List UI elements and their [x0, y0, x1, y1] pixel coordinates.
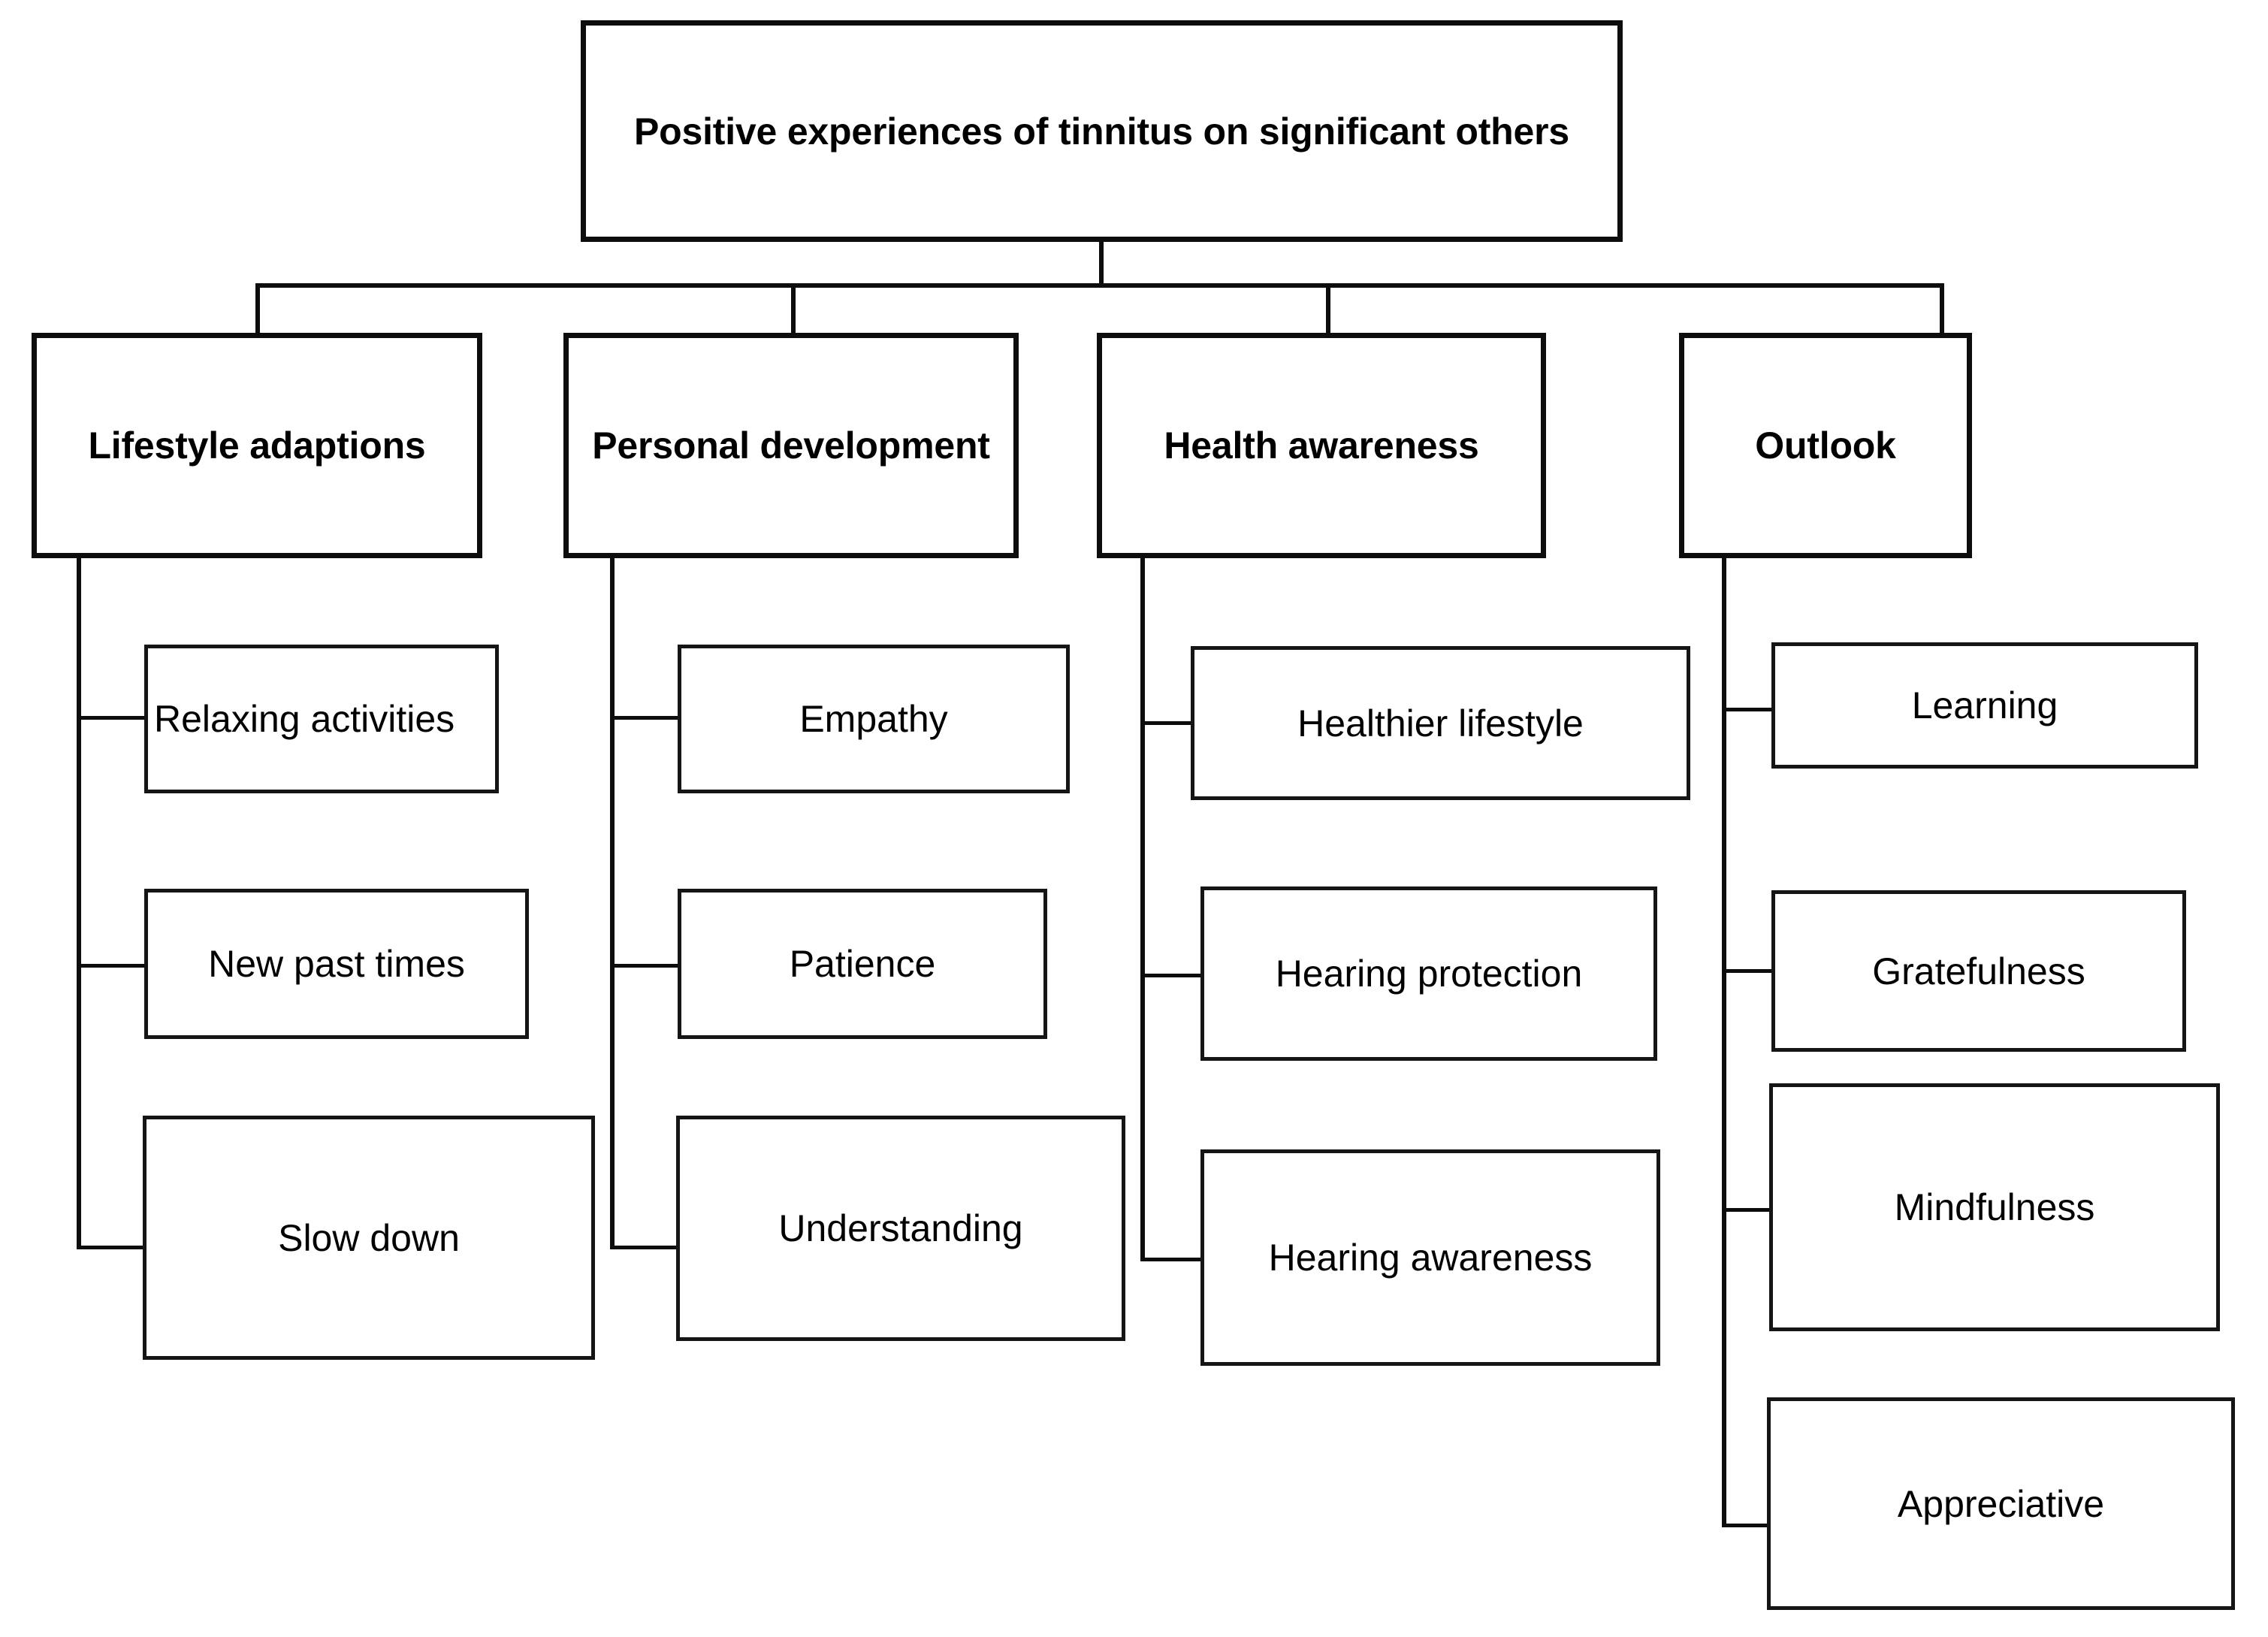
subtheme-node-healthier-lifestyle[interactable]: Healthier lifestyle	[1191, 646, 1690, 800]
subtheme-node-empathy[interactable]: Empathy	[678, 645, 1070, 793]
connector-spine-personal-development	[610, 558, 615, 1249]
subtheme-label-learning: Learning	[1911, 684, 2058, 726]
subtheme-node-hearing-awareness[interactable]: Hearing awareness	[1200, 1149, 1660, 1366]
subtheme-node-understanding[interactable]: Understanding	[676, 1116, 1125, 1341]
subtheme-label-understanding: Understanding	[778, 1207, 1023, 1249]
connector-branch-relaxing-activities	[77, 716, 148, 720]
subtheme-label-hearing-protection: Hearing protection	[1275, 953, 1583, 995]
subtheme-node-slow-down[interactable]: Slow down	[143, 1116, 595, 1360]
subtheme-label-empathy: Empathy	[799, 698, 948, 740]
root-node-label: Positive experiences of tinnitus on sign…	[633, 110, 1569, 153]
connector-branch-mindfulness	[1722, 1208, 1776, 1212]
connector-root-bus	[255, 283, 1944, 288]
subtheme-label-mindfulness: Mindfulness	[1894, 1186, 2095, 1228]
category-node-lifestyle-adaptions[interactable]: Lifestyle adaptions	[32, 333, 482, 558]
category-label-lifestyle-adaptions: Lifestyle adaptions	[88, 424, 426, 467]
connector-branch-new-past-times	[77, 964, 148, 968]
connector-branch-appreciative	[1722, 1524, 1776, 1527]
category-label-personal-development: Personal development	[592, 424, 990, 467]
subtheme-label-appreciative: Appreciative	[1897, 1482, 2105, 1525]
subtheme-node-relaxing-activities[interactable]: Relaxing activities	[144, 645, 499, 793]
connector-drop-outlook	[1940, 283, 1944, 333]
subtheme-node-new-past-times[interactable]: New past times	[144, 889, 529, 1039]
connector-root-stem	[1099, 242, 1104, 285]
connector-branch-learning	[1722, 708, 1776, 711]
connector-spine-health-awareness	[1140, 558, 1145, 1261]
connector-branch-empathy	[610, 716, 681, 720]
subtheme-label-patience: Patience	[789, 943, 936, 985]
connector-branch-understanding	[610, 1246, 681, 1249]
subtheme-label-slow-down: Slow down	[278, 1216, 460, 1259]
connector-drop-lifestyle-adaptions	[255, 283, 260, 333]
category-node-health-awareness[interactable]: Health awareness	[1097, 333, 1546, 558]
subtheme-label-gratefulness: Gratefulness	[1872, 950, 2085, 992]
connector-branch-hearing-awareness	[1140, 1258, 1202, 1261]
connector-branch-patience	[610, 964, 681, 968]
subtheme-node-learning[interactable]: Learning	[1771, 642, 2198, 769]
subtheme-label-new-past-times: New past times	[208, 943, 465, 985]
subtheme-node-patience[interactable]: Patience	[678, 889, 1047, 1039]
connector-drop-personal-development	[791, 283, 796, 333]
subtheme-node-appreciative[interactable]: Appreciative	[1767, 1397, 2235, 1610]
connector-branch-healthier-lifestyle	[1140, 721, 1194, 725]
category-node-personal-development[interactable]: Personal development	[563, 333, 1019, 558]
category-label-health-awareness: Health awareness	[1164, 424, 1479, 467]
connector-branch-slow-down	[77, 1246, 148, 1249]
category-node-outlook[interactable]: Outlook	[1679, 333, 1972, 558]
connector-drop-health-awareness	[1326, 283, 1330, 333]
connector-spine-outlook	[1722, 558, 1726, 1527]
connector-branch-gratefulness	[1722, 969, 1776, 973]
connector-spine-lifestyle-adaptions	[77, 558, 81, 1249]
connector-branch-hearing-protection	[1140, 974, 1202, 977]
subtheme-node-hearing-protection[interactable]: Hearing protection	[1200, 886, 1657, 1061]
subtheme-label-relaxing-activities: Relaxing activities	[154, 698, 455, 740]
subtheme-label-healthier-lifestyle: Healthier lifestyle	[1297, 702, 1584, 745]
category-label-outlook: Outlook	[1755, 424, 1896, 467]
subtheme-label-hearing-awareness: Hearing awareness	[1268, 1237, 1593, 1279]
subtheme-node-gratefulness[interactable]: Gratefulness	[1771, 890, 2186, 1052]
root-node-positive-experiences[interactable]: Positive experiences of tinnitus on sign…	[581, 20, 1623, 242]
subtheme-node-mindfulness[interactable]: Mindfulness	[1769, 1083, 2220, 1331]
